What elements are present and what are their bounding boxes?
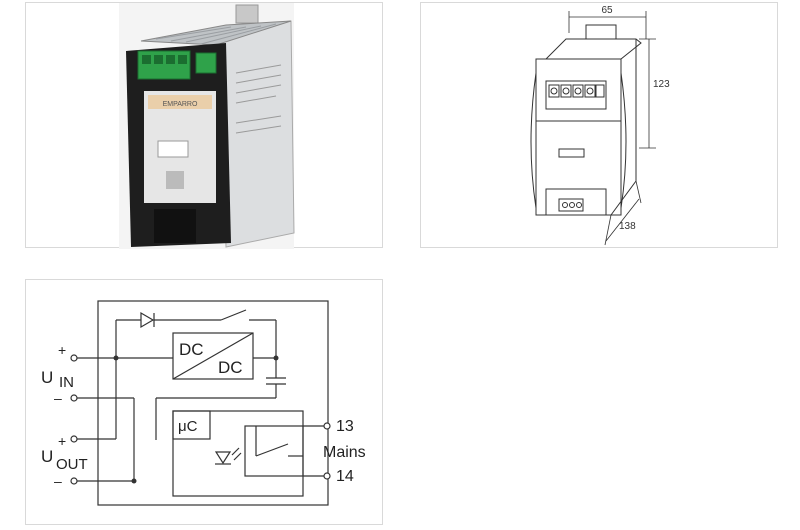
u-out-label: U xyxy=(41,447,53,466)
drawing-left-curve xyxy=(530,72,537,209)
height-dimension: 123 xyxy=(653,79,670,90)
product-photo-panel: EMPARRO xyxy=(25,2,383,249)
switch-icon xyxy=(220,309,247,321)
converter-diagonal xyxy=(172,332,254,380)
relay-terminal-block xyxy=(195,52,217,74)
product-photo: EMPARRO xyxy=(119,3,295,249)
drawing-top xyxy=(544,38,642,60)
terminal-13-label: 13 xyxy=(336,418,354,435)
drawing-clip xyxy=(585,24,617,40)
diode-icon xyxy=(140,311,155,329)
minus-out-label: – xyxy=(54,473,62,489)
relay-switch-icon xyxy=(255,443,289,457)
label-window xyxy=(157,140,189,158)
din-clip xyxy=(235,4,259,24)
terminal-screws xyxy=(142,55,187,64)
drawing-front-body xyxy=(535,58,622,216)
dc-dc-converter xyxy=(172,332,254,380)
dimension-drawing-panel: 65 123 138 xyxy=(420,2,778,248)
drawing-terminal-block xyxy=(545,80,607,110)
device-frame xyxy=(97,300,329,506)
drawing-label-window xyxy=(558,148,585,158)
led-icon xyxy=(214,451,232,465)
junction-dots xyxy=(113,355,279,484)
dc-input-label: DC xyxy=(179,340,204,359)
drawing-terminals xyxy=(548,84,596,98)
drawing-side-bottom xyxy=(610,180,637,216)
vent-lines xyxy=(155,23,277,45)
in-label: IN xyxy=(59,374,74,391)
microcontroller-label: μC xyxy=(178,418,198,435)
dimension-drawing: 65 123 138 xyxy=(530,5,670,246)
terminal-circles xyxy=(70,354,331,485)
side-housing xyxy=(220,20,295,248)
brand-text: EMPARRO xyxy=(163,101,198,108)
terminal-14-label: 14 xyxy=(336,468,354,485)
qr-code xyxy=(166,171,184,189)
drawing-bottom-block xyxy=(545,188,607,216)
dimension-lines xyxy=(568,11,656,246)
drawing-right-curve xyxy=(620,72,627,209)
plus-out-label: + xyxy=(58,433,66,449)
depth-dimension: 138 xyxy=(619,221,636,232)
microcontroller-box xyxy=(172,410,211,440)
bottom-terminal-area xyxy=(154,209,196,243)
relay-box xyxy=(244,425,304,477)
u-in-label: U xyxy=(41,368,53,387)
plus-in-label: + xyxy=(58,342,66,358)
minus-in-label: – xyxy=(54,390,62,406)
brand-strip xyxy=(148,95,212,109)
mains-label: Mains xyxy=(323,444,366,461)
out-label: OUT xyxy=(56,456,88,473)
circuit-diagram: DC DC μC + U IN – + U OUT – 13 Mains 14 xyxy=(41,300,366,506)
circuit-diagram-panel: DC DC μC + U IN – + U OUT – 13 Mains 14 xyxy=(25,279,383,525)
width-dimension: 65 xyxy=(601,5,613,16)
dc-output-label: DC xyxy=(218,358,243,377)
side-label-lines xyxy=(235,64,282,134)
